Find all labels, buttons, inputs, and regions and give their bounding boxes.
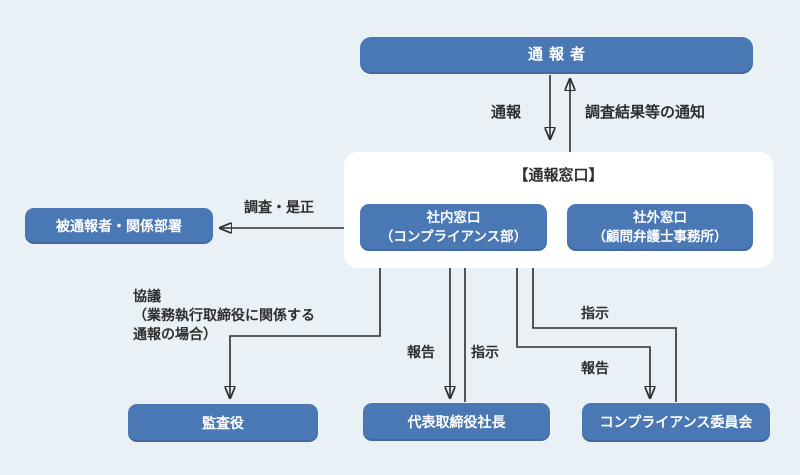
node-external-desk-line1: 社外窓口: [633, 210, 687, 226]
node-internal-desk-line2: （コンプライアンス部）: [379, 228, 528, 244]
edge-label-instruction-from-committee: 指示: [581, 305, 609, 321]
edge-label-report: 通報: [491, 104, 522, 121]
node-reported-party: 被通報者・関係部署: [25, 208, 213, 244]
node-auditor: 監査役: [128, 404, 318, 442]
node-president: 代表取締役社長: [363, 403, 550, 441]
hotline-panel-title: 【通報窓口】: [513, 167, 604, 184]
edge-label-instruction-from-president: 指示: [471, 344, 499, 360]
edge-label-result-notice: 調査結果等の通知: [585, 104, 706, 121]
edge-label-consultation-line1: 協議: [133, 288, 161, 304]
node-internal-desk: 社内窓口 （コンプライアンス部）: [360, 204, 547, 251]
node-external-desk: 社外窓口 （顧問弁護士事務所）: [567, 204, 753, 251]
node-internal-desk-line1: 社内窓口: [426, 210, 481, 226]
node-compliance-committee: コンプライアンス委員会: [582, 403, 770, 442]
edge-label-consultation-line2: （業務執行取締役に関係する: [133, 307, 315, 323]
arrow-instruction-from-committee: [533, 256, 677, 402]
edge-label-consultation-line3: 通報の場合）: [133, 326, 217, 342]
node-external-desk-line2: （顧問弁護士事務所）: [592, 228, 728, 244]
edge-label-report-to-president: 報告: [407, 344, 435, 360]
node-reporter: 通報者: [360, 37, 753, 74]
edge-label-report-to-committee: 報告: [581, 360, 609, 376]
edge-label-investigate-correct: 調査・是正: [244, 199, 314, 215]
edge-label-consultation: 協議 （業務執行取締役に関係する 通報の場合）: [133, 287, 315, 344]
